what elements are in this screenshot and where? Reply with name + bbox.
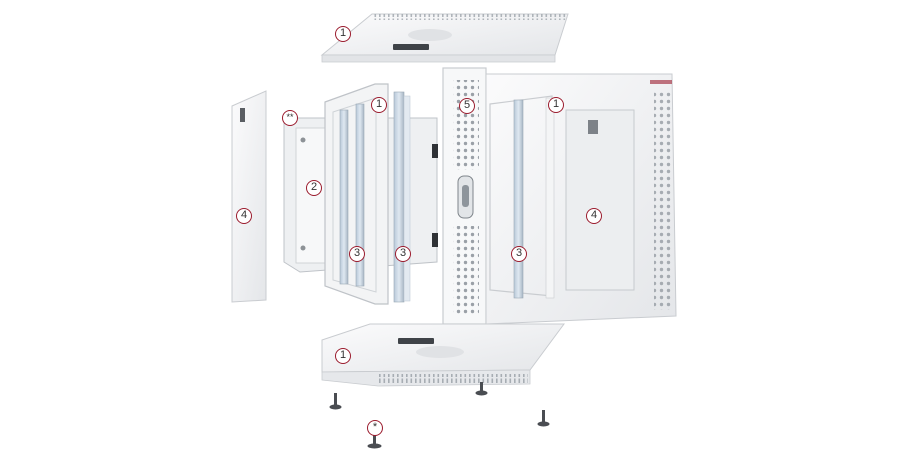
callout-top-cover: 1 — [335, 26, 351, 42]
callout-door: 5 — [459, 98, 475, 114]
rail-b — [393, 91, 411, 303]
callout-right-frame: 1 — [548, 97, 564, 113]
leveling-foot-icon — [537, 410, 550, 427]
right-frame — [489, 95, 555, 299]
callout-feet: * — [367, 420, 383, 436]
leveling-foot-icon — [329, 393, 342, 410]
callout-bottom-cover: 1 — [335, 348, 351, 364]
callout-side-panel-right: 4 — [586, 208, 602, 224]
front-frame — [324, 83, 389, 305]
callout-rear-frame: 2 — [306, 180, 322, 196]
leveling-foot-icon — [475, 382, 488, 396]
callout-rail-c: 3 — [511, 246, 527, 262]
top-cover — [320, 13, 569, 63]
callout-front-frame: 1 — [371, 97, 387, 113]
leveling-foot-icon — [367, 434, 382, 449]
callout-rail-a: 3 — [349, 246, 365, 262]
feet — [329, 382, 550, 449]
side-panel-left — [231, 90, 267, 303]
bottom-cover — [321, 323, 565, 387]
callout-side-panel-left: 4 — [236, 208, 252, 224]
callout-double-star: ** — [282, 110, 298, 126]
right-cabinet-body — [485, 73, 677, 325]
callout-rail-b: 3 — [395, 246, 411, 262]
